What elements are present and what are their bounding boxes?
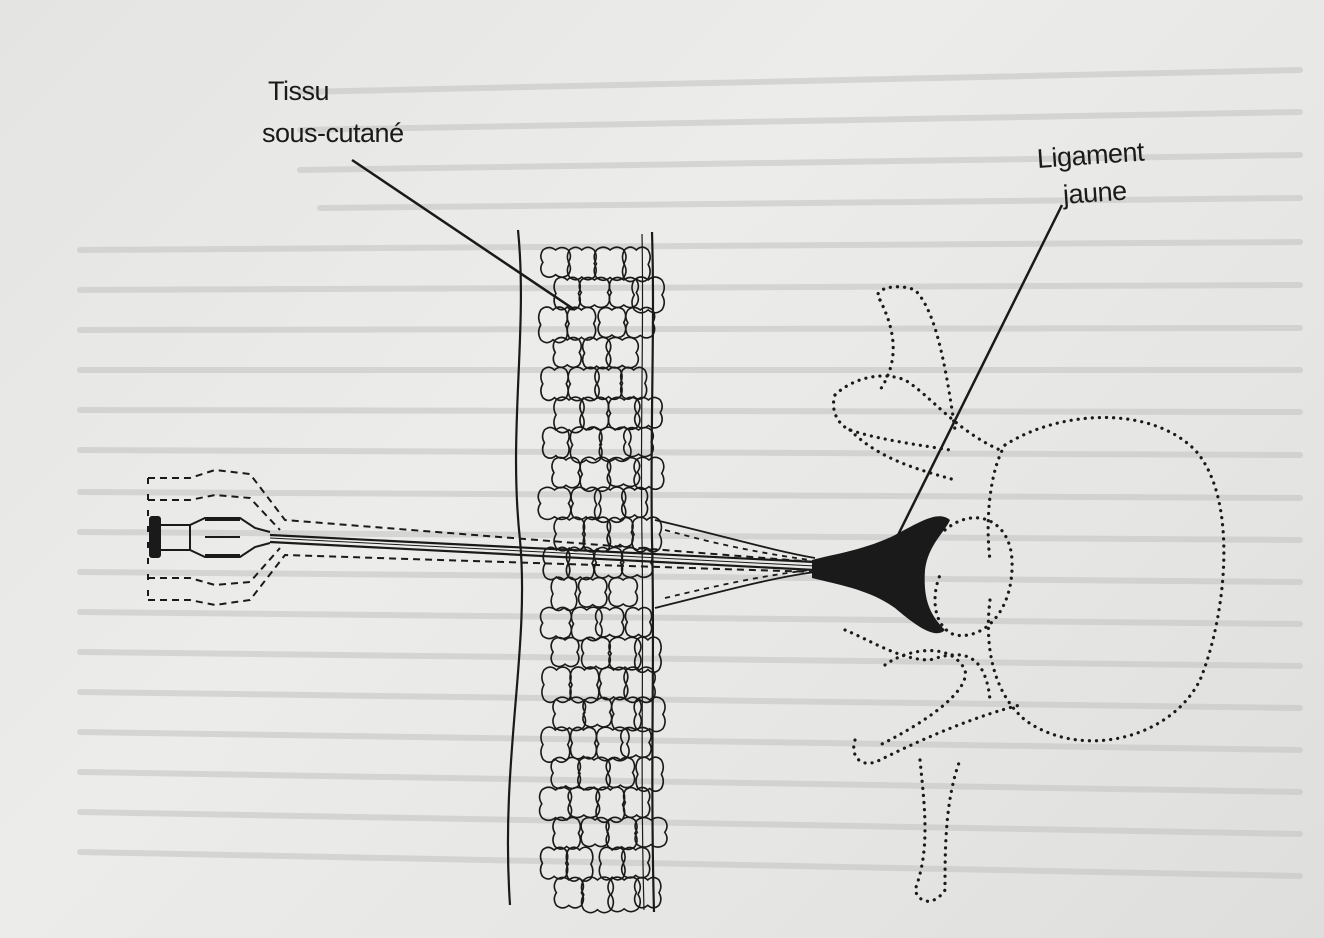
fat-lobule	[541, 248, 571, 278]
fat-lobule	[551, 757, 580, 788]
fat-lobule	[568, 787, 599, 817]
fat-lobule	[622, 247, 650, 281]
fat-lobule	[570, 727, 596, 758]
fat-lobule	[609, 578, 638, 607]
fat-lobule	[636, 757, 663, 791]
tissu-label-line1: Tissu	[268, 76, 329, 106]
fat-lobule	[579, 278, 609, 308]
fat-lobule	[594, 247, 626, 280]
fat-lobule	[578, 757, 610, 790]
fat-lobule	[624, 788, 650, 818]
fat-lobule	[551, 577, 577, 610]
fat-lobule	[578, 578, 606, 608]
fat-lobules	[538, 247, 667, 913]
fat-lobule	[606, 337, 638, 368]
fat-lobule	[554, 877, 583, 907]
fat-lobule	[625, 608, 651, 637]
fat-lobule	[540, 787, 572, 820]
fat-lobule	[541, 607, 572, 638]
fat-lobule	[541, 727, 570, 762]
ligament-label-line2: jaune	[1062, 176, 1128, 210]
ligamentum-flavum	[812, 516, 950, 633]
skin-layer	[508, 230, 654, 912]
fat-lobule	[599, 427, 631, 461]
tissu-label-line2: sous-cutané	[262, 118, 404, 148]
fat-lobule	[582, 637, 611, 669]
fat-lobule	[598, 307, 626, 337]
fat-lobule	[567, 247, 596, 279]
fat-lobule	[551, 638, 579, 667]
fat-lobule	[567, 307, 596, 340]
fat-lobule	[596, 608, 624, 637]
